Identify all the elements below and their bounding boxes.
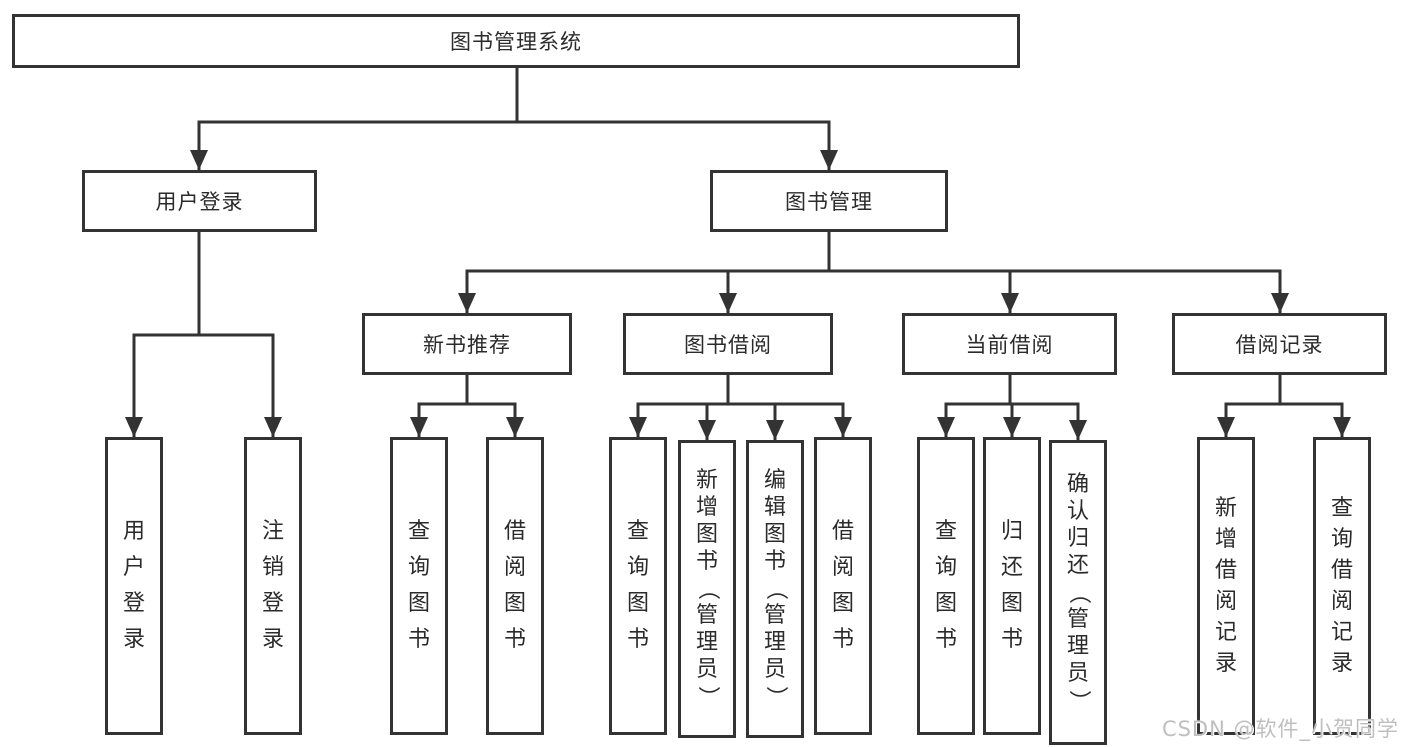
node-borrow-records-label: 借阅记录	[1235, 333, 1324, 357]
leaf-logout: 注销登录	[244, 437, 302, 735]
root-node-label: 图书管理系统	[450, 30, 582, 54]
leaf-query-books-2: 查询图书	[609, 437, 667, 735]
node-book-management-label: 图书管理	[785, 190, 873, 214]
leaf-borrow-books-2: 借阅图书	[814, 437, 872, 735]
leaf-query-books-1-label: 查询图书	[407, 519, 430, 652]
node-new-book-recommend: 新书推荐	[362, 313, 572, 375]
connector-group	[125, 68, 1351, 440]
leaf-user-login-label: 用户登录	[122, 519, 145, 652]
leaf-logout-label: 注销登录	[261, 519, 284, 652]
leaf-borrow-books-2-label: 借阅图书	[831, 519, 854, 652]
leaf-return-books-label: 归还图书	[1000, 519, 1023, 652]
node-current-borrow-label: 当前借阅	[965, 333, 1054, 357]
leaf-confirm-return-admin: 确认归还（管理员）	[1049, 440, 1107, 745]
node-book-borrow-label: 图书借阅	[684, 333, 772, 357]
node-user-login: 用户登录	[82, 170, 317, 232]
leaf-query-books-2-label: 查询图书	[626, 519, 649, 652]
leaf-query-borrow-record-label: 查询借阅记录	[1330, 495, 1353, 676]
node-new-book-recommend-label: 新书推荐	[423, 333, 511, 357]
leaf-add-book-admin: 新增图书（管理员）	[678, 440, 736, 738]
node-book-management: 图书管理	[710, 170, 948, 232]
leaf-query-books-3: 查询图书	[917, 437, 975, 735]
leaf-query-books-3-label: 查询图书	[934, 519, 957, 652]
leaf-edit-book-admin: 编辑图书（管理员）	[746, 440, 804, 738]
node-book-borrow: 图书借阅	[623, 313, 833, 375]
root-node: 图书管理系统	[12, 14, 1020, 68]
leaf-user-login: 用户登录	[105, 437, 163, 735]
leaf-query-borrow-record: 查询借阅记录	[1313, 437, 1371, 735]
leaf-edit-book-admin-label: 编辑图书（管理员）	[762, 468, 788, 709]
leaf-add-book-admin-label: 新增图书（管理员）	[694, 468, 720, 709]
leaf-return-books: 归还图书	[983, 437, 1041, 735]
node-current-borrow: 当前借阅	[902, 313, 1117, 375]
leaf-confirm-return-admin-label: 确认归还（管理员）	[1065, 471, 1091, 712]
leaf-borrow-books-1: 借阅图书	[486, 437, 544, 735]
leaf-query-books-1: 查询图书	[390, 437, 448, 735]
leaf-add-borrow-record-label: 新增借阅记录	[1214, 495, 1237, 676]
node-user-login-label: 用户登录	[155, 190, 244, 214]
leaf-add-borrow-record: 新增借阅记录	[1197, 437, 1255, 735]
node-borrow-records: 借阅记录	[1172, 313, 1387, 375]
leaf-borrow-books-1-label: 借阅图书	[503, 519, 526, 652]
csdn-watermark: CSDN @软件_小贺同学	[1161, 717, 1399, 741]
